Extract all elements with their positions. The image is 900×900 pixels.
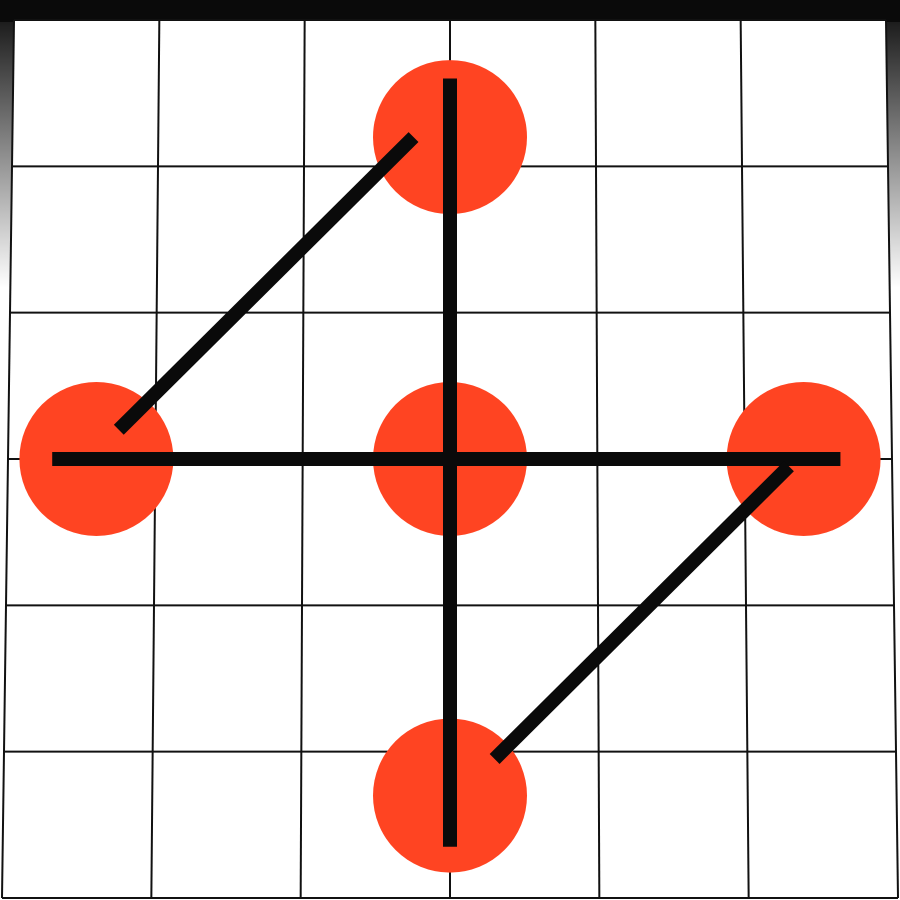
frame-top-bar xyxy=(0,0,900,22)
strokes-layer xyxy=(52,78,841,847)
stroke-4 xyxy=(489,461,794,764)
stroke-3 xyxy=(113,132,419,435)
